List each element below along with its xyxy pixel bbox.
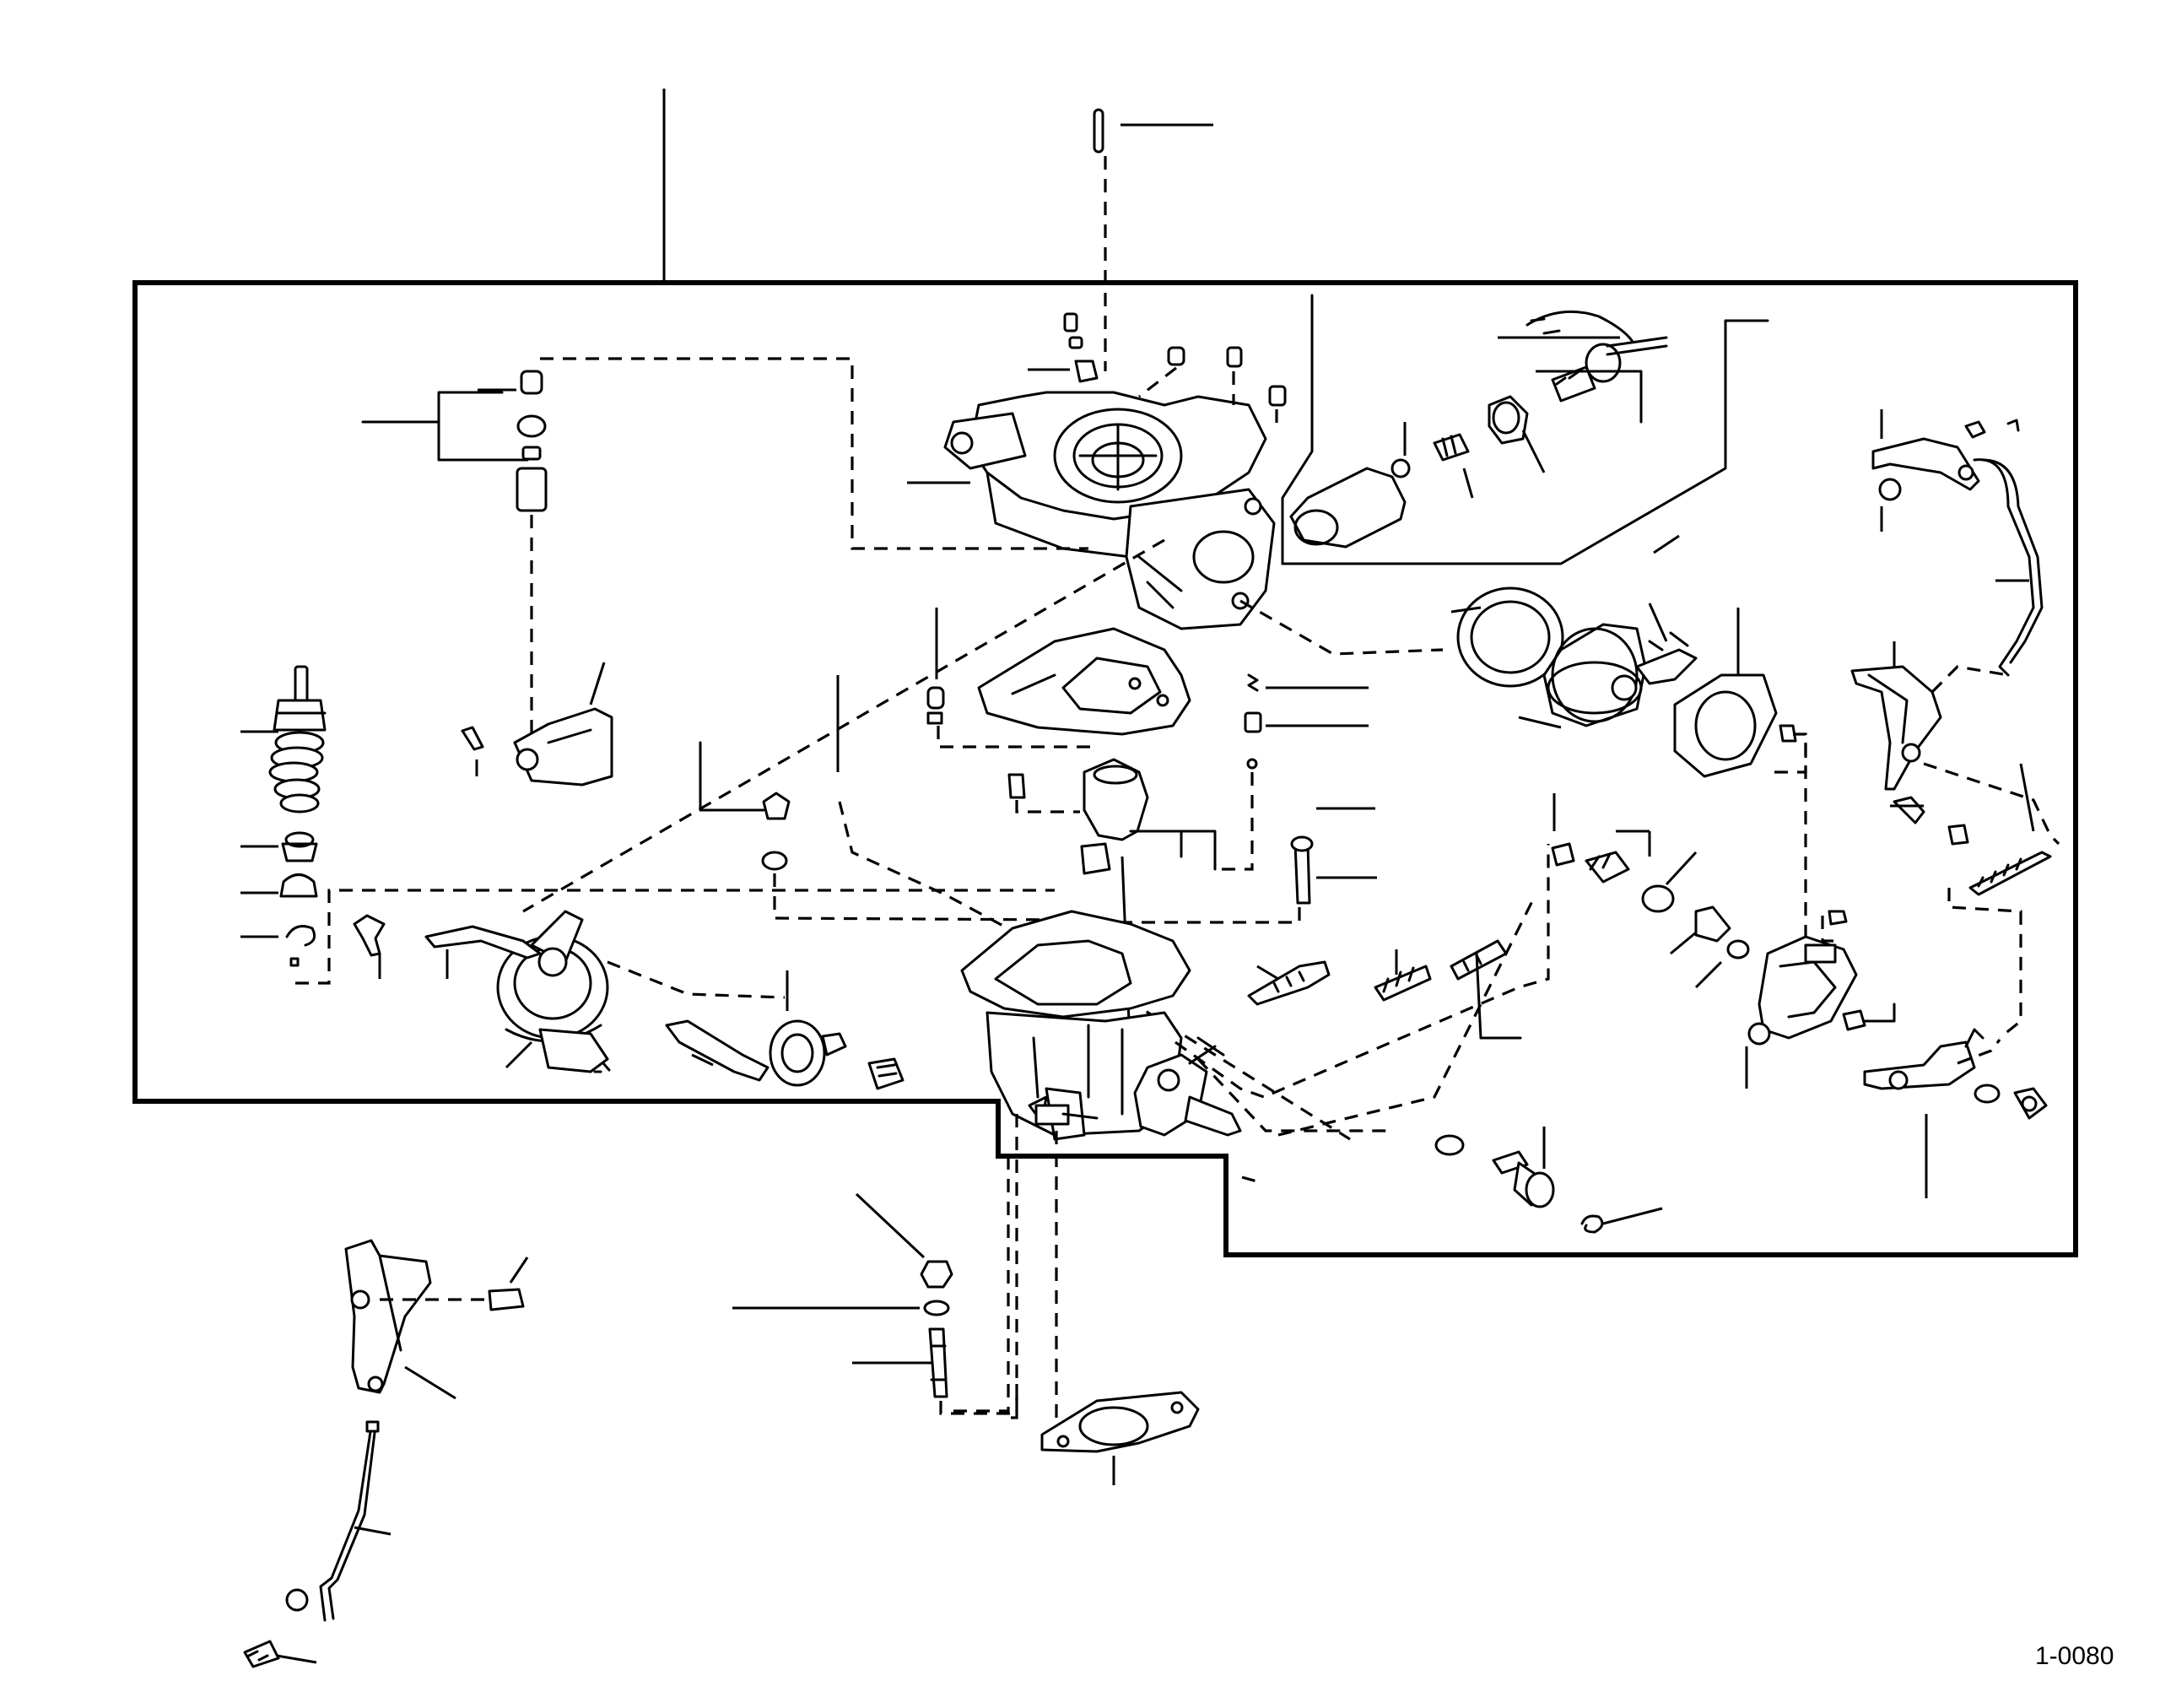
vacuum-break-diaphragm — [607, 960, 904, 1090]
throttle-linkage — [1551, 743, 2048, 1198]
choke-diaphragm — [353, 910, 611, 1073]
dashed-line-right-bowl — [1196, 1057, 1392, 1132]
right-dashed-link — [1241, 1176, 1258, 1183]
dashed-to-base-gasket — [945, 1156, 1010, 1413]
adjust-spring — [1374, 939, 1522, 1040]
top-pin — [1093, 108, 1213, 371]
throttle-bracket — [1850, 641, 2060, 1040]
fuel-inlet-fitting — [361, 370, 548, 734]
dashed-down-left — [1008, 1114, 1018, 1419]
air-horn-screws — [1028, 312, 1287, 426]
diagonal-dashed-line-2 — [838, 801, 1351, 1141]
bottom-fittings — [732, 1192, 1018, 1415]
pump-spring-stack — [240, 665, 1055, 985]
assembly-outline-frame — [132, 280, 2078, 1257]
figure-reference-number: 1-0080 — [2035, 1642, 2114, 1670]
fuel-inlet-dashed-path — [540, 357, 1088, 550]
diagonal-dashed-line-1 — [522, 538, 1165, 913]
choke-housing — [1281, 294, 1769, 565]
float-assembly — [461, 662, 613, 786]
needle-seat-stack — [1118, 673, 1377, 924]
choke-rod — [243, 1420, 392, 1668]
air-horn-gasket — [977, 627, 1191, 736]
air-horn-body — [907, 391, 1276, 630]
dashed-to-bracket — [1277, 894, 1537, 1137]
float-bowl-body — [960, 910, 1242, 1141]
dashed-to-throttle — [1174, 844, 1550, 1099]
idle-mixture-screw — [1247, 960, 1331, 1006]
fast-idle-lever — [1871, 409, 2044, 677]
base-gasket — [1040, 1391, 1200, 1485]
idle-cut-solenoid — [1434, 1127, 1663, 1234]
choke-vacuum-unit — [1239, 534, 1807, 778]
jet-parts — [699, 608, 1097, 922]
fuel-line-bracket — [344, 1239, 529, 1400]
